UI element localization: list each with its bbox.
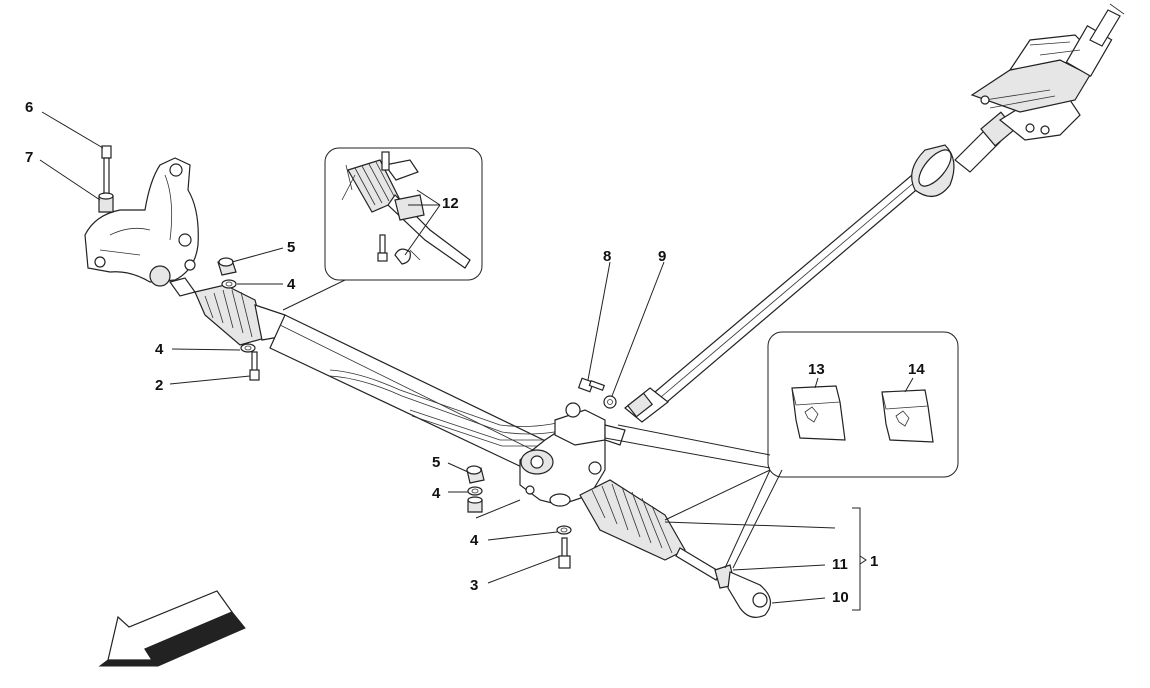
callout-7: 7 bbox=[25, 149, 33, 166]
callout-5-center: 5 bbox=[432, 454, 440, 471]
right-boot-tie-rod bbox=[579, 479, 771, 618]
bolt-6 bbox=[101, 145, 112, 197]
bracket-notch bbox=[859, 555, 867, 565]
bracket-item-1 bbox=[852, 507, 861, 611]
washer-4-lower-left bbox=[240, 343, 256, 353]
callout-8: 8 bbox=[603, 248, 611, 265]
callout-6: 6 bbox=[25, 99, 33, 116]
steering-knuckle bbox=[84, 157, 199, 283]
callout-3: 3 bbox=[470, 577, 478, 594]
detail-inset-clamp bbox=[324, 147, 483, 281]
callout-11: 11 bbox=[832, 556, 848, 573]
bolt-8 bbox=[577, 377, 606, 393]
leader-lines bbox=[39, 111, 914, 604]
steering-gear-housing bbox=[519, 402, 626, 507]
callout-14: 14 bbox=[908, 361, 925, 378]
callout-4-center: 4 bbox=[432, 485, 441, 502]
bolt-2 bbox=[249, 351, 260, 381]
detail-inset-labels bbox=[767, 331, 959, 478]
label-13-sticker bbox=[791, 385, 846, 441]
inset-pointer-line bbox=[282, 279, 352, 311]
callout-9: 9 bbox=[658, 248, 666, 265]
nut-5-left bbox=[217, 257, 237, 276]
callout-4-lower-center: 4 bbox=[470, 532, 479, 549]
bolt-3 bbox=[558, 537, 571, 569]
callout-13: 13 bbox=[808, 361, 825, 378]
front-direction-arrow bbox=[98, 590, 246, 667]
lower-universal-joint bbox=[624, 387, 669, 423]
callout-4-upper-left: 4 bbox=[287, 276, 296, 293]
label-14-sticker bbox=[881, 389, 934, 443]
callout-2: 2 bbox=[155, 377, 163, 394]
steering-column bbox=[654, 3, 1125, 403]
washer-4-upper-left bbox=[221, 279, 237, 289]
nut-5-center bbox=[466, 465, 485, 484]
washer-4-lower-center bbox=[556, 525, 572, 535]
bushing-center bbox=[467, 496, 483, 513]
callout-5-left: 5 bbox=[287, 239, 295, 256]
washer-9 bbox=[603, 395, 617, 409]
callout-4-lower-left: 4 bbox=[155, 341, 164, 358]
rack-tube bbox=[149, 265, 581, 479]
callout-1: 1 bbox=[870, 553, 878, 570]
callout-10: 10 bbox=[832, 589, 849, 606]
callout-12: 12 bbox=[442, 195, 459, 212]
bushing-7 bbox=[98, 192, 114, 213]
washer-4-center bbox=[467, 486, 483, 496]
